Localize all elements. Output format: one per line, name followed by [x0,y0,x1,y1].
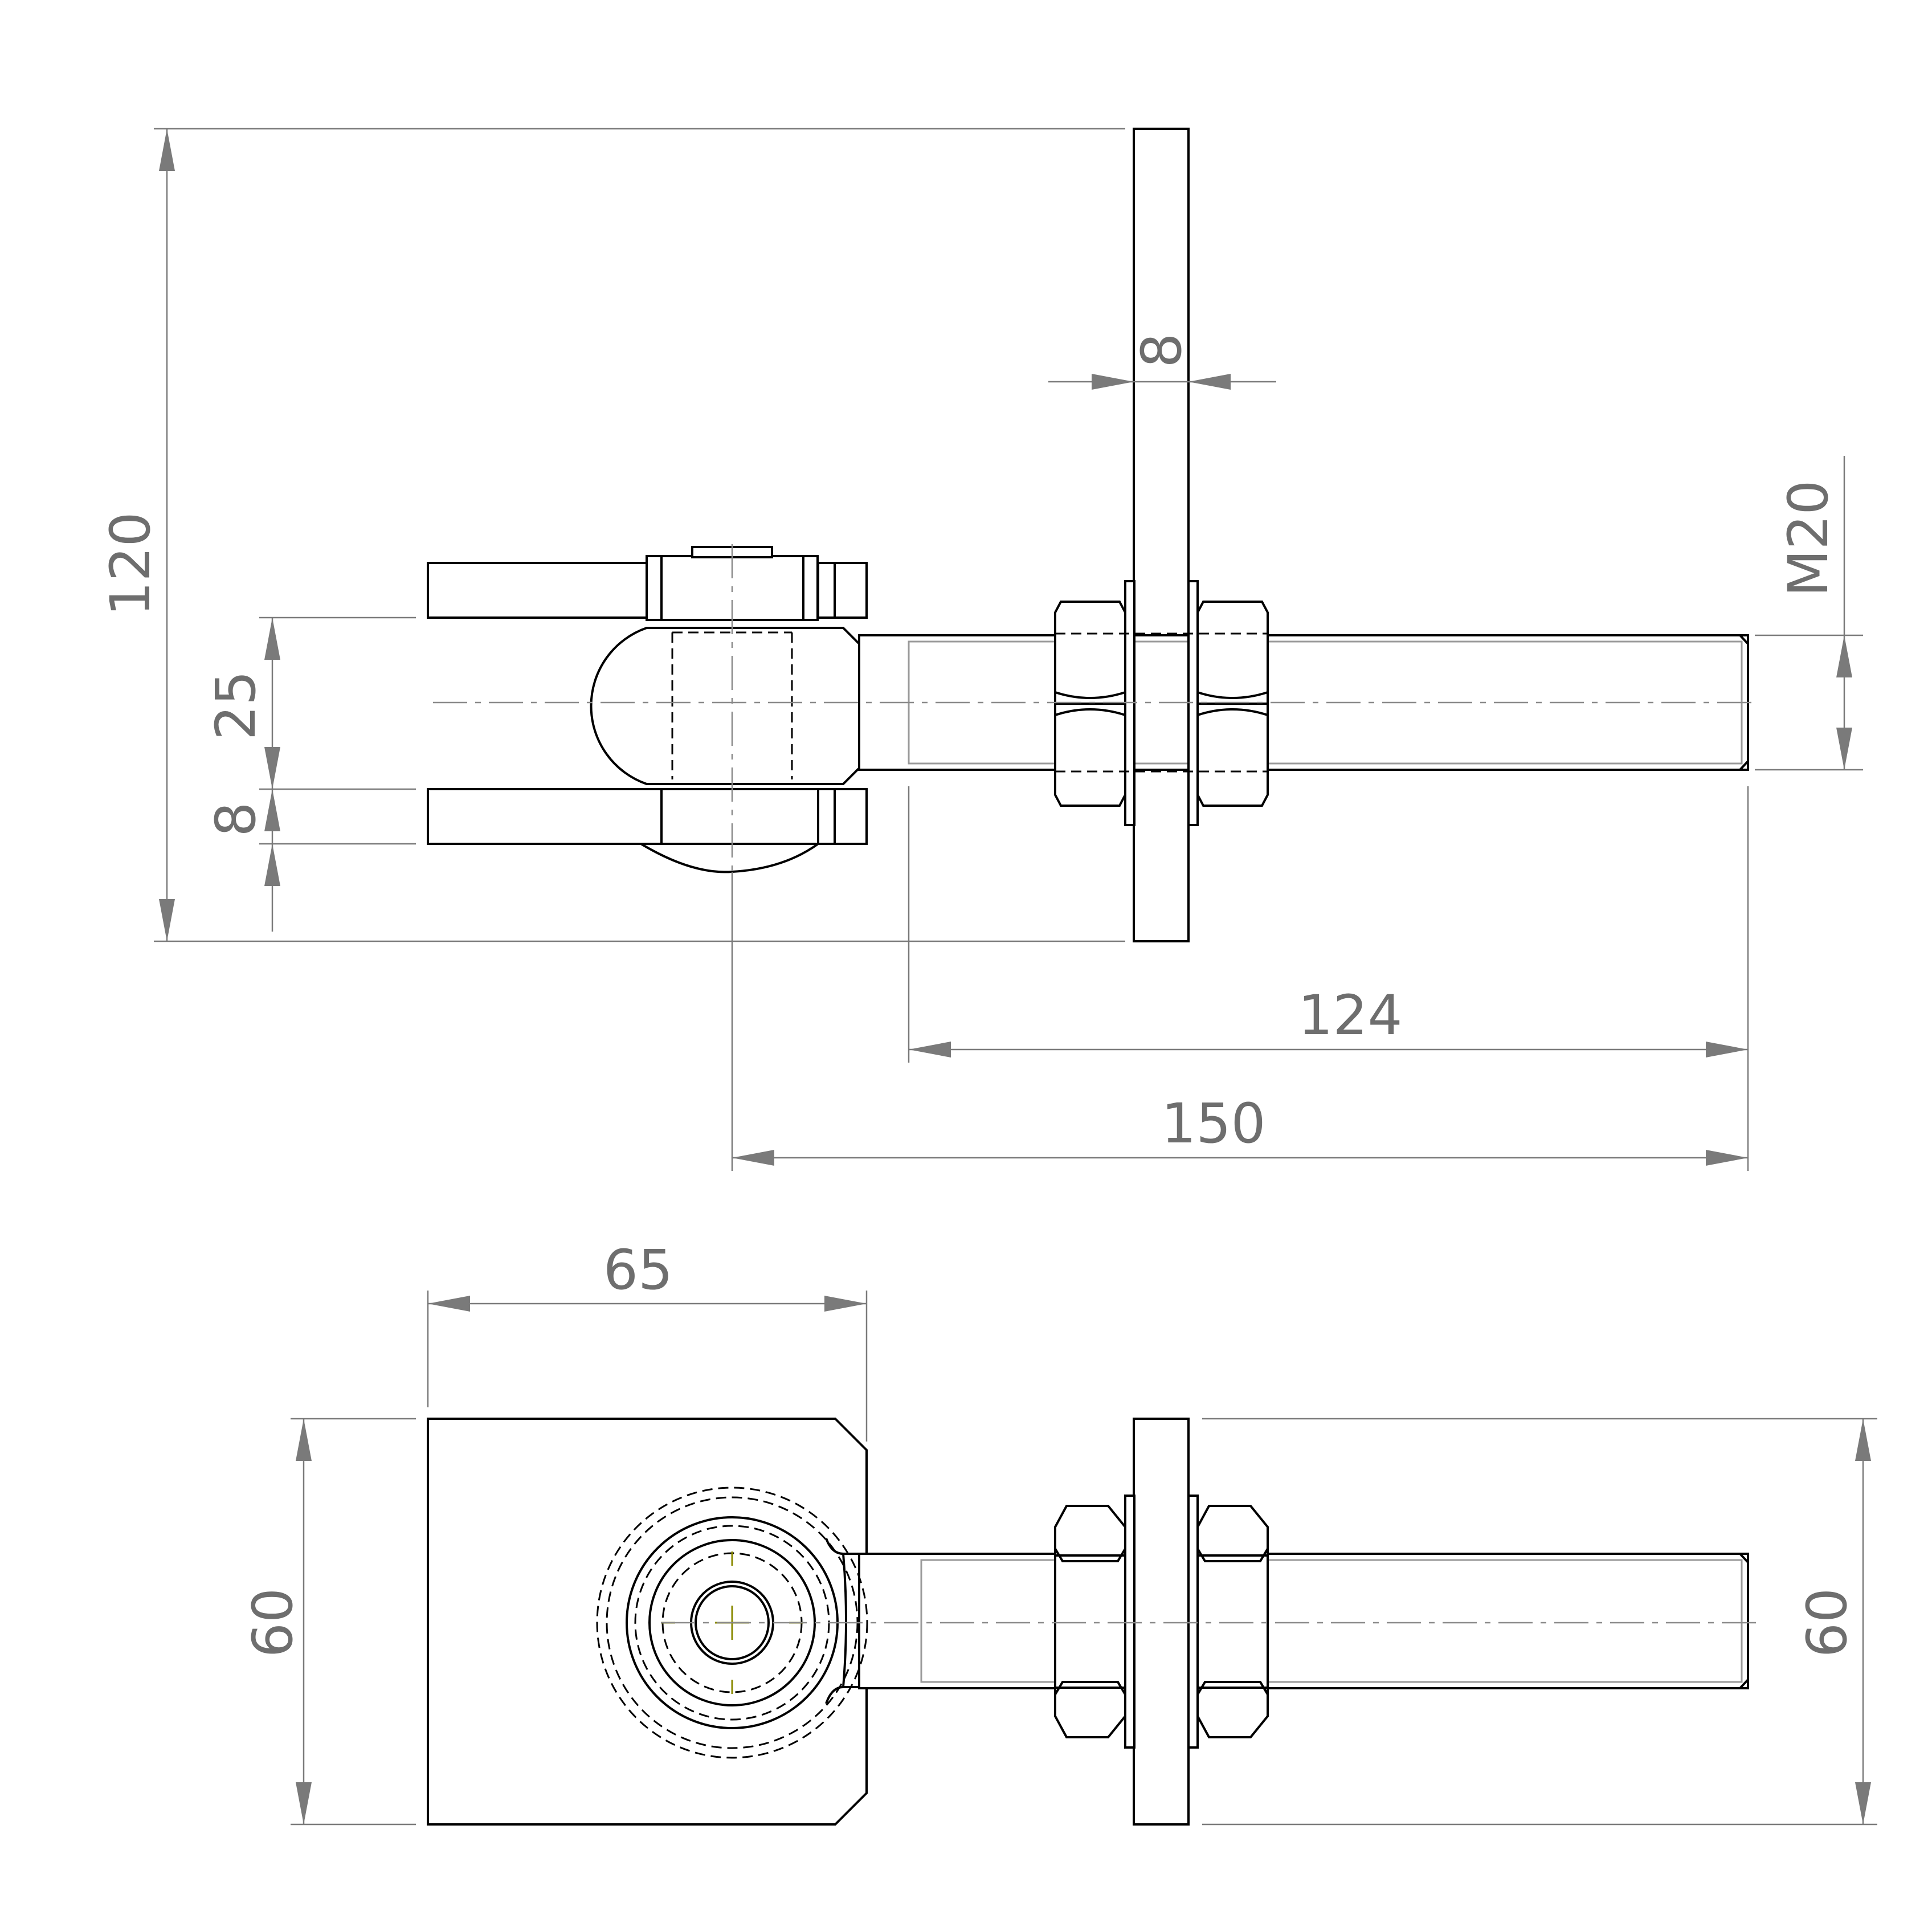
bottom-view [427,1418,1758,1826]
hex-nut-left [1054,601,1126,807]
dimensions-top: 120 8 M20 25 8 124 15 [99,128,1863,1171]
dim-lug-width: 65 [603,1238,673,1302]
hex-nut-left-front [1054,1505,1126,1738]
top-view [427,128,1758,942]
eye-body [590,627,860,785]
dim-lug-thickness: 8 [204,802,268,836]
dim-overall-length: 150 [1161,1092,1265,1155]
mounting-plate-top [1133,128,1190,942]
washer-left-front [1124,1495,1135,1749]
dim-thread-size: M20 [1776,480,1840,597]
dim-lug-height: 60 [241,1588,305,1657]
dim-overall-height: 120 [99,512,162,616]
washer-right-front [1187,1495,1199,1749]
dim-thread-length: 124 [1298,983,1402,1047]
pin-bottom [640,843,819,873]
hex-nut-right [1196,601,1269,807]
rod-neck [842,1553,860,1688]
mounting-plate-front [1133,1418,1190,1826]
dimensions-bottom: 65 60 60 [241,1238,1877,1826]
dim-eye-gap: 25 [204,671,268,740]
dim-plate-thickness: 8 [1130,333,1194,368]
hex-nut-right-front [1196,1505,1269,1738]
lower-lug [427,788,868,845]
dim-plate-height: 60 [1795,1588,1859,1657]
threaded-rod-front [858,1553,1749,1689]
